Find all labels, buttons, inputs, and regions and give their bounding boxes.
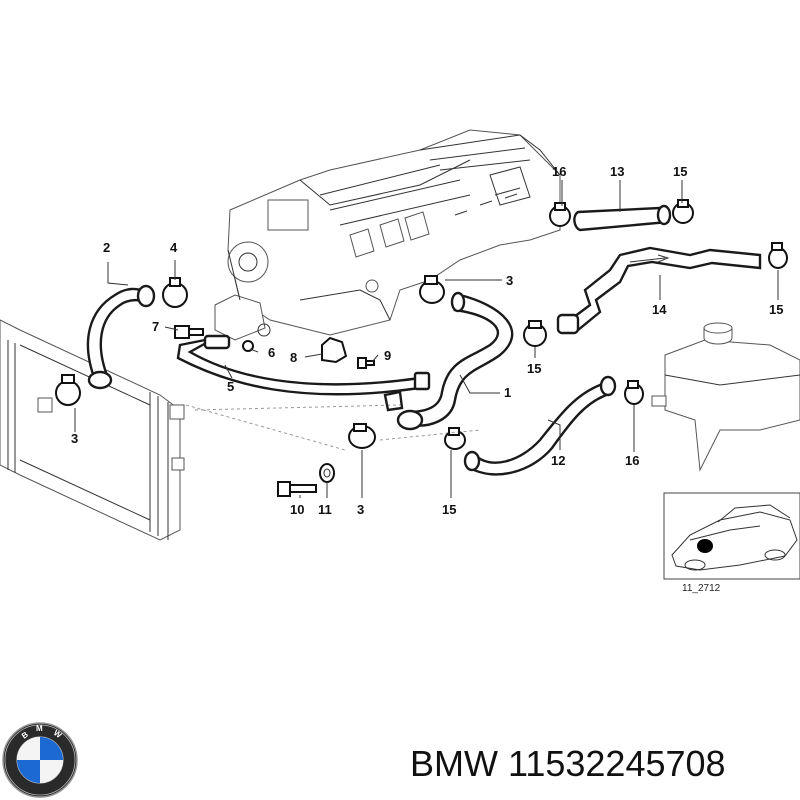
callout-16-tank: 16: [625, 453, 639, 468]
clamp-part-3-bottom: [348, 423, 376, 449]
leader-lines: [74, 180, 779, 498]
inset-location-marker: [697, 539, 713, 553]
callout-11: 11: [318, 502, 332, 517]
engine-block-drawing: [214, 129, 561, 341]
callout-4: 4: [170, 240, 178, 255]
clamp-part-15-bottom: [444, 427, 466, 450]
hose-part-13: [573, 206, 671, 232]
bracket-part-8: [321, 336, 348, 364]
callout-5: 5: [227, 379, 234, 394]
o-ring-part-6: [242, 340, 254, 352]
clamp-part-15-top: [672, 199, 694, 224]
inset-car-location: 11_2712: [663, 492, 800, 594]
washer-part-11: [319, 463, 335, 483]
callout-9: 9: [384, 348, 391, 363]
hoses: [86, 204, 762, 476]
svg-text:M: M: [36, 724, 43, 733]
bolt-part-10: [277, 481, 317, 497]
bolt-part-7: [174, 325, 204, 339]
callout-13: 13: [610, 164, 624, 179]
clamp-part-3-radiator: [55, 374, 81, 406]
callout-3-top: 3: [506, 273, 513, 288]
callout-15-mid: 15: [527, 361, 541, 376]
callout-15-bottom: 15: [442, 502, 456, 517]
callout-6: 6: [268, 345, 275, 360]
callout-3-radiator: 3: [71, 431, 78, 446]
svg-text:W: W: [52, 728, 64, 740]
bmw-logo: B M W: [2, 722, 78, 798]
expansion-tank-drawing: [651, 322, 800, 472]
part-number-caption: BMW 11532245708: [410, 743, 726, 784]
clamp-part-3-top: [419, 275, 445, 304]
svg-text:B: B: [20, 730, 30, 741]
clamp-part-15-right: [768, 242, 788, 269]
callout-16-top: 16: [552, 164, 566, 179]
callout-10: 10: [290, 502, 304, 517]
callout-7: 7: [152, 319, 159, 334]
callout-15-top: 15: [673, 164, 687, 179]
hose-part-1: [406, 293, 514, 427]
inset-reference-code: 11_2712: [682, 583, 721, 594]
callout-15-right: 15: [769, 302, 783, 317]
callout-3-bottom: 3: [357, 502, 364, 517]
radiator-drawing: [0, 319, 185, 541]
screw-part-9: [357, 357, 375, 369]
hose-part-12: [468, 378, 614, 476]
callout-labels: 2 4 3 7 6 5 8 9 3 1 10 11 3 15 15 12 16 …: [71, 164, 783, 517]
callout-1: 1: [504, 385, 511, 400]
clamp-part-16-top: [549, 202, 571, 227]
callout-12: 12: [551, 453, 565, 468]
clamp-part-4: [162, 277, 188, 308]
callout-14: 14: [652, 302, 667, 317]
clamps: [55, 199, 788, 497]
clamp-part-16-tank: [624, 380, 644, 405]
callout-8: 8: [290, 350, 297, 365]
pipe-part-14: [568, 246, 762, 332]
callout-2: 2: [103, 240, 110, 255]
clamp-part-15-mid: [523, 320, 547, 347]
